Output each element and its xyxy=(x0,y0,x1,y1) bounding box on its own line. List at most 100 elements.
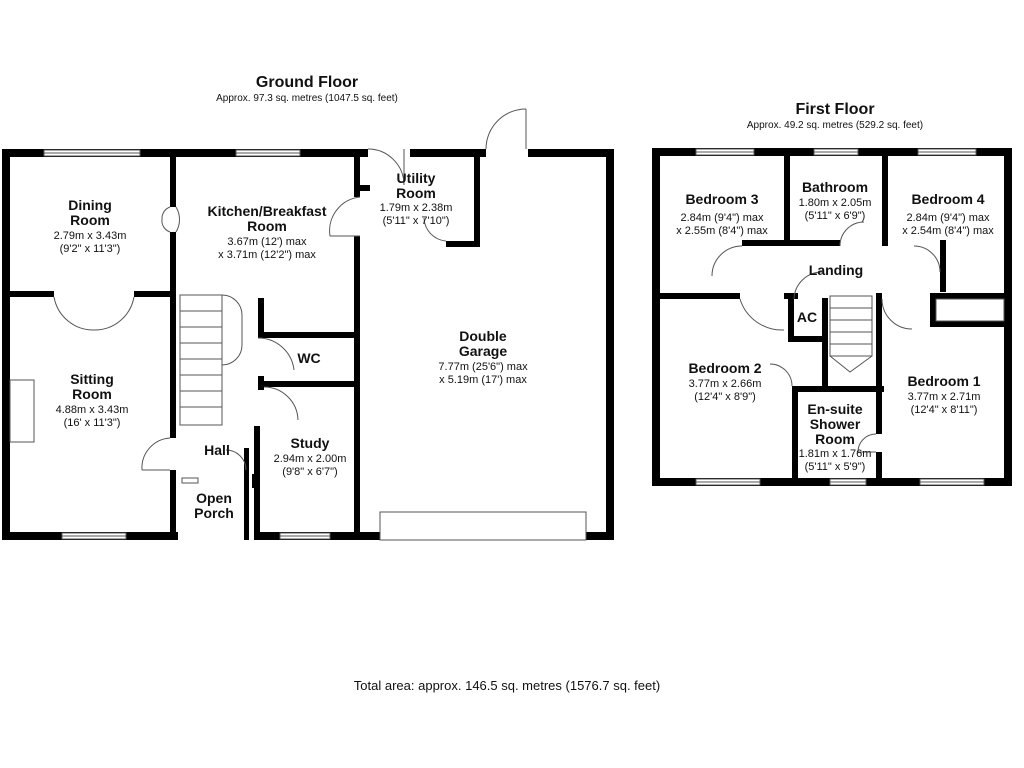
wall xyxy=(652,148,660,486)
wall xyxy=(788,293,794,341)
kitchen-name: Room xyxy=(247,218,287,234)
window xyxy=(181,477,199,484)
wall xyxy=(940,240,946,292)
wall xyxy=(528,149,614,157)
ensuite-name: Room xyxy=(815,431,855,447)
wall xyxy=(354,236,360,540)
wall xyxy=(792,386,884,392)
wc-name: WC xyxy=(297,350,320,366)
staircase xyxy=(179,294,243,426)
sitting-room-dims: (16' x 11'3") xyxy=(64,417,121,429)
wall xyxy=(742,240,784,246)
wall xyxy=(586,532,614,540)
wall xyxy=(784,240,840,246)
wall xyxy=(170,157,176,207)
wall xyxy=(788,336,826,342)
utility-room-dims: (5'11" x 7'10") xyxy=(383,215,450,227)
wall xyxy=(792,386,798,486)
door-arc xyxy=(485,108,527,150)
wall xyxy=(360,185,370,191)
garage-door xyxy=(379,511,587,541)
wall xyxy=(2,149,368,157)
bedroom-3-dims: x 2.55m (8'4") max xyxy=(676,225,768,237)
garage-dims: 7.77m (25'6") max xyxy=(438,361,528,373)
ground-floor-title: Ground Floor xyxy=(256,74,358,91)
utility-room-dims: 1.79m x 2.38m xyxy=(380,202,453,214)
first-floor-title: First Floor xyxy=(795,101,874,118)
wall xyxy=(784,156,790,244)
kitchen-dims: x 3.71m (12'2") max xyxy=(218,249,316,261)
wall xyxy=(474,157,480,247)
wall xyxy=(930,293,1012,299)
wall xyxy=(170,470,176,540)
door-arc xyxy=(857,433,877,453)
door-arc xyxy=(257,337,295,371)
study-dims: 2.94m x 2.00m xyxy=(274,453,347,465)
wall xyxy=(876,452,882,486)
landing-name: Landing xyxy=(809,262,863,278)
dining-room-name: Room xyxy=(70,212,110,228)
utility-room-name: Room xyxy=(396,185,436,201)
kitchen-name: Kitchen/Breakfast xyxy=(207,203,326,219)
first-floor-plan: First Floor Approx. 49.2 sq. metres (529… xyxy=(652,101,1012,486)
wall xyxy=(170,232,176,438)
wall xyxy=(354,157,360,197)
bedroom-1-dims: 3.77m x 2.71m xyxy=(908,391,981,403)
study-dims: (9'8" x 6'7") xyxy=(282,466,337,478)
door-arc xyxy=(793,271,823,300)
bedroom-3-name: Bedroom 3 xyxy=(685,191,758,207)
wall xyxy=(134,291,170,297)
garage-name: Garage xyxy=(459,343,507,359)
wall xyxy=(1004,148,1012,486)
wall xyxy=(822,298,828,386)
bedroom-4-dims: 2.84m (9'4") max xyxy=(906,212,990,224)
bedroom-3-dims: 2.84m (9'4") max xyxy=(680,212,764,224)
ac-name: AC xyxy=(797,309,817,325)
bedroom-2-name: Bedroom 2 xyxy=(688,360,761,376)
door-arc xyxy=(53,296,95,331)
door-arc xyxy=(839,221,865,247)
dining-room-dims: (9'2" x 11'3") xyxy=(60,243,121,255)
utility-room-name: Utility xyxy=(397,170,436,186)
garage-dims: x 5.19m (17') max xyxy=(439,374,527,386)
wall xyxy=(882,156,888,246)
study-name: Study xyxy=(291,435,330,451)
door-arc xyxy=(175,206,180,233)
bathroom-dims: 1.80m x 2.05m xyxy=(799,197,872,209)
door-arc xyxy=(93,296,135,331)
wall xyxy=(446,241,480,247)
open-porch-name: Open xyxy=(196,490,232,506)
wall xyxy=(258,381,354,387)
bedroom-4-name: Bedroom 4 xyxy=(911,191,984,207)
bedroom-1-dims: (12'4" x 8'11") xyxy=(911,404,978,416)
door-arc xyxy=(225,449,247,471)
door-arc xyxy=(423,217,447,242)
sitting-room-name: Sitting xyxy=(70,371,114,387)
wall xyxy=(660,293,740,299)
door-arc xyxy=(711,245,743,277)
ground-floor-plan: Ground Floor Approx. 97.3 sq. metres (10… xyxy=(2,74,614,541)
wall xyxy=(258,298,264,338)
bedroom-2-dims: (12'4" x 8'9") xyxy=(694,391,756,403)
door-arc xyxy=(913,245,941,273)
wall xyxy=(252,474,260,488)
wall xyxy=(244,448,249,540)
sitting-room-name: Room xyxy=(72,386,112,402)
wall xyxy=(930,293,936,327)
bathroom-dims: (5'11" x 6'9") xyxy=(805,210,866,222)
ensuite-dims: 1.81m x 1.76m xyxy=(799,448,872,460)
wall xyxy=(606,149,614,540)
door-arc xyxy=(161,206,171,233)
open-porch-name: Porch xyxy=(194,505,234,521)
wardrobe xyxy=(935,298,1005,322)
bathroom-name: Bathroom xyxy=(802,179,868,195)
wall xyxy=(930,321,1012,327)
wall xyxy=(410,149,486,157)
wall xyxy=(876,386,882,434)
bedroom-1-name: Bedroom 1 xyxy=(907,373,980,389)
total-area: Total area: approx. 146.5 sq. metres (15… xyxy=(354,678,660,693)
dining-room-dims: 2.79m x 3.43m xyxy=(54,230,127,242)
hall-name: Hall xyxy=(204,442,230,458)
wall xyxy=(10,291,54,297)
